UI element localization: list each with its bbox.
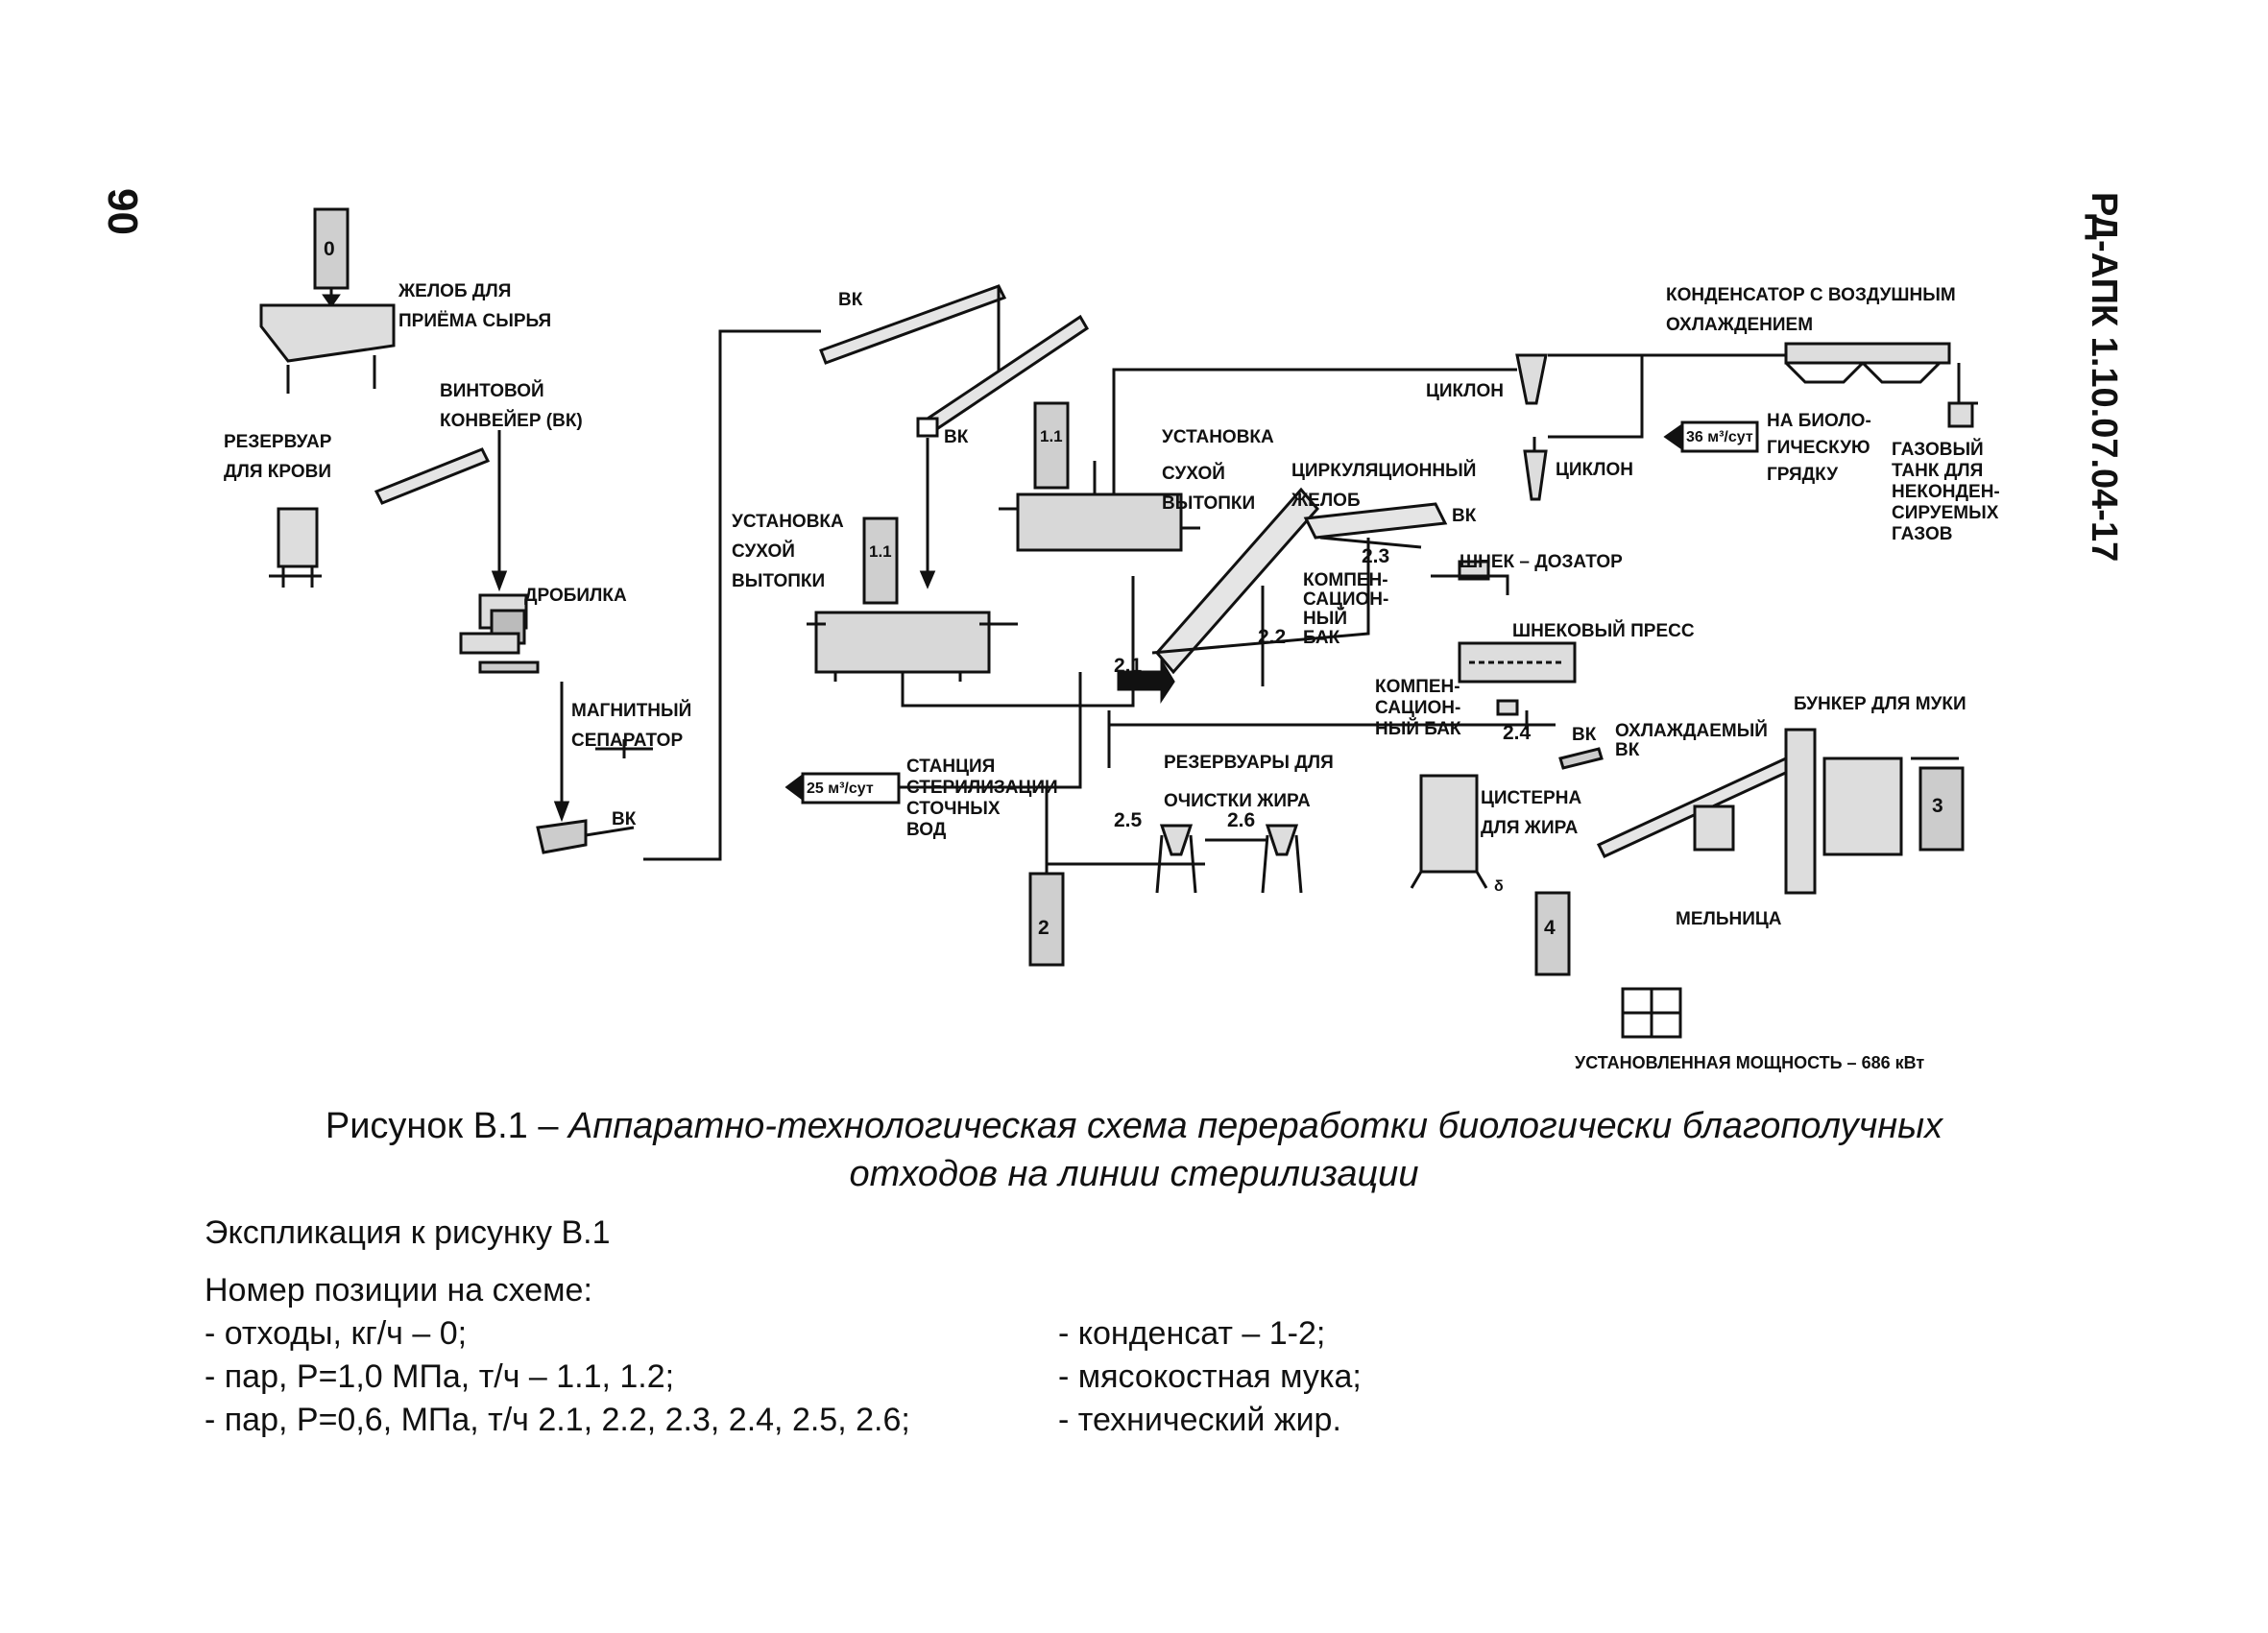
explication-left-item: - пар, Р=0,6, МПа, т/ч 2.1, 2.2, 2.3, 2.… xyxy=(205,1402,910,1438)
explication-left-item: - отходы, кг/ч – 0; xyxy=(205,1315,468,1352)
dry-rendering-left-label: УСТАНОВКА СУХОЙ ВЫТОПКИ xyxy=(732,512,844,591)
position-2-3: 2.3 xyxy=(1362,545,1390,567)
position-2-5: 2.5 xyxy=(1114,809,1143,831)
cyclone-label: ЦИКЛОН xyxy=(1426,381,1504,401)
sterilization-station-label: СТАНЦИЯ СТЕРИЛИЗАЦИИ СТОЧНЫХ ВОД xyxy=(906,756,1058,840)
explication-heading: Экспликация к рисунку В.1 xyxy=(205,1214,611,1251)
flow-36-label: 36 м³/сут xyxy=(1686,429,1753,445)
position-2-1: 2.1 xyxy=(1114,655,1143,677)
position-0: 0 xyxy=(324,238,335,260)
bio-bed-label: НА БИОЛО- ГИЧЕСКУЮ ГРЯДКУ xyxy=(1767,411,1871,485)
explication-subheading: Номер позиции на схеме: xyxy=(205,1272,592,1309)
vk-label: ВК xyxy=(1572,725,1597,745)
position-2-4: 2.4 xyxy=(1503,722,1532,744)
screw-press-label: ШНЕКОВЫЙ ПРЕСС xyxy=(1512,621,1695,641)
vk-label: ВК xyxy=(612,809,637,829)
vk-label: ВК xyxy=(944,427,969,447)
condenser-label: КОНДЕНСАТОР С ВОЗДУШНЫМ ОХЛАЖДЕНИЕМ xyxy=(1666,285,1956,335)
blood-tank-label: РЕЗЕРВУАР ДЛЯ КРОВИ xyxy=(224,432,332,482)
dry-rendering-right-label: СУХОЙ ВЫТОПКИ xyxy=(1162,464,1256,514)
comp-tank-1-label: КОМПЕН- САЦИОН- НЫЙ БАК xyxy=(1303,570,1389,648)
cyclone-label: ЦИКЛОН xyxy=(1556,460,1633,480)
position-2: 2 xyxy=(1038,917,1050,939)
fat-cleaning-label: РЕЗЕРВУАРЫ ДЛЯ ОЧИСТКИ ЖИРА xyxy=(1164,753,1334,811)
cooled-vk-label: ОХЛАЖДАЕМЫЙ ВК xyxy=(1615,721,1768,760)
position-3: 3 xyxy=(1932,795,1943,817)
mill-label: МЕЛЬНИЦА xyxy=(1676,909,1782,929)
vk-label: ВК xyxy=(1452,506,1477,526)
explication-right-item: - конденсат – 1-2; xyxy=(1058,1315,1326,1352)
trough-label: ЖЕЛОБ ДЛЯ ПРИЁМА СЫРЬЯ xyxy=(398,281,552,331)
position-2-6: 2.6 xyxy=(1227,809,1256,831)
comp-tank-2-label: КОМПЕН- САЦИОН- НЫЙ БАК xyxy=(1375,677,1461,739)
caption-title-line1: Аппаратно-технологическая схема перерабо… xyxy=(568,1106,1943,1146)
position-2-2: 2.2 xyxy=(1258,626,1287,648)
caption-title-line2: отходов на линии стерилизации xyxy=(849,1154,1419,1194)
explication-right-item: - мясокостная мука; xyxy=(1058,1358,1362,1395)
flow-25-label: 25 м³/сут xyxy=(807,780,874,797)
figure-caption: Рисунок В.1 – Аппаратно-технологическая … xyxy=(0,1102,2268,1150)
fat-tank-label: ЦИСТЕРНА ДЛЯ ЖИРА xyxy=(1481,788,1582,838)
screw-doser-label: ШНЕК – ДОЗАТОР xyxy=(1460,552,1623,572)
dry-rendering-right-title: УСТАНОВКА xyxy=(1162,427,1274,447)
magnetic-separator-label: МАГНИТНЫЙ СЕПАРАТОР xyxy=(571,701,692,751)
position-4: 4 xyxy=(1544,917,1556,939)
power-label: УСТАНОВЛЕННАЯ МОЩНОСТЬ – 686 кВт xyxy=(1575,1053,1925,1072)
flour-bunker-label: БУНКЕР ДЛЯ МУКИ xyxy=(1794,694,1966,714)
gas-tank-label: ГАЗОВЫЙ ТАНК ДЛЯ НЕКОНДЕН- СИРУЕМЫХ ГАЗО… xyxy=(1892,440,2000,544)
explication-left-item: - пар, Р=1,0 МПа, т/ч – 1.1, 1.2; xyxy=(205,1358,675,1395)
crusher-label: ДРОБИЛКА xyxy=(524,586,627,606)
position-1-1: 1.1 xyxy=(869,542,892,561)
circulation-trough-label: ЦИРКУЛЯЦИОННЫЙ ЖЕЛОБ xyxy=(1291,461,1477,511)
screw-conveyor-label: ВИНТОВОЙ КОНВЕЙЕР (ВК) xyxy=(440,381,583,431)
vk-label: ВК xyxy=(838,290,863,310)
position-1-1: 1.1 xyxy=(1040,427,1063,445)
caption-prefix: Рисунок В.1 – xyxy=(325,1106,569,1146)
explication-right-item: - технический жир. xyxy=(1058,1402,1341,1438)
delta-mark: δ xyxy=(1494,878,1504,895)
